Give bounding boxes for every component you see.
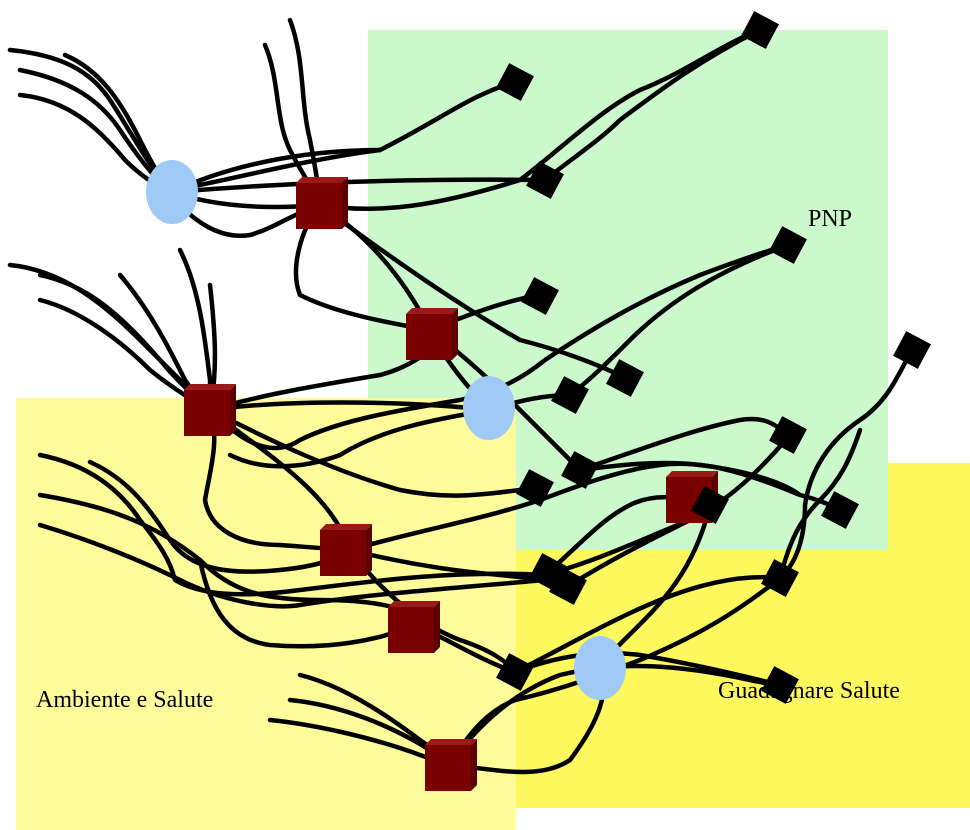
strand bbox=[293, 202, 543, 333]
strand bbox=[542, 27, 763, 183]
region-label-ambiente-e-salute: Ambiente e Salute bbox=[36, 687, 213, 713]
end-node bbox=[521, 277, 559, 315]
end-node bbox=[606, 359, 644, 397]
hub-node bbox=[320, 524, 372, 576]
end-node bbox=[496, 63, 534, 101]
strand bbox=[262, 42, 323, 203]
strand bbox=[577, 416, 791, 473]
strand bbox=[177, 247, 213, 413]
strand bbox=[169, 27, 763, 212]
strand bbox=[227, 407, 493, 469]
hub-node bbox=[388, 601, 440, 653]
strand bbox=[37, 492, 418, 628]
end-node bbox=[893, 331, 931, 369]
strand bbox=[777, 347, 915, 581]
end-node bbox=[496, 653, 534, 691]
strand bbox=[577, 460, 803, 498]
end-node-group bbox=[496, 11, 931, 704]
end-node bbox=[821, 491, 859, 529]
end-node bbox=[549, 567, 587, 605]
hub-node bbox=[406, 308, 458, 360]
strand bbox=[207, 407, 538, 498]
strand bbox=[169, 147, 383, 195]
end-node bbox=[769, 416, 807, 454]
end-node bbox=[526, 161, 564, 199]
strand bbox=[317, 202, 628, 381]
strand bbox=[567, 242, 791, 398]
hub-node-group bbox=[184, 177, 718, 791]
strand bbox=[207, 392, 573, 413]
end-node bbox=[691, 486, 729, 524]
end-node bbox=[516, 469, 554, 507]
region-label-pnp: PNP bbox=[808, 206, 852, 232]
hub-node bbox=[296, 177, 348, 229]
strand bbox=[567, 517, 693, 588]
circle-node-group bbox=[146, 160, 626, 700]
strand bbox=[777, 427, 863, 581]
hub-node bbox=[425, 739, 477, 791]
circle-node bbox=[463, 376, 515, 440]
circle-node bbox=[574, 636, 626, 700]
circle-node bbox=[146, 160, 198, 224]
end-node bbox=[761, 559, 799, 597]
strand bbox=[427, 327, 583, 473]
strand bbox=[207, 242, 791, 451]
end-node bbox=[761, 666, 799, 704]
end-node bbox=[769, 226, 807, 264]
end-node bbox=[741, 11, 779, 49]
end-node bbox=[551, 376, 589, 414]
end-node bbox=[561, 451, 599, 489]
strand bbox=[197, 557, 418, 649]
hub-node bbox=[184, 384, 236, 436]
region-label-guadagnare-salute: Guadagnare Salute bbox=[718, 678, 900, 704]
strand bbox=[37, 522, 548, 609]
